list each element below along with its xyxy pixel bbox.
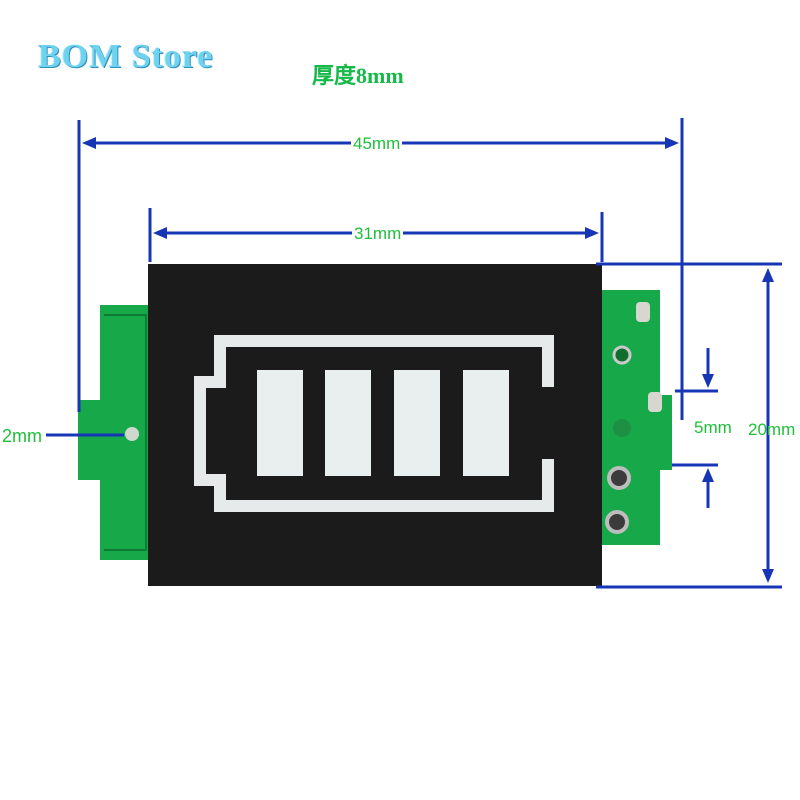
- battery-segment-2: [325, 370, 371, 476]
- battery-segment-1: [257, 370, 303, 476]
- pin-pads: [605, 302, 662, 534]
- dim-label-hole-diameter: 2mm: [0, 426, 44, 446]
- thickness-label: 厚度8mm: [312, 63, 404, 88]
- dim-label-pin-pitch: 5mm: [692, 418, 734, 438]
- dim-label-overall-width: 45mm: [351, 134, 403, 154]
- battery-segments: [257, 370, 509, 476]
- mounting-hole: [125, 427, 139, 441]
- battery-segment-3: [394, 370, 440, 476]
- dim-label-display-width: 31mm: [352, 224, 404, 244]
- dim-label-height: 20mm: [748, 420, 796, 439]
- battery-segment-4: [463, 370, 509, 476]
- battery-outline: [194, 335, 554, 512]
- brand-logo: BOM Store: [38, 38, 214, 75]
- display-module: [148, 264, 602, 586]
